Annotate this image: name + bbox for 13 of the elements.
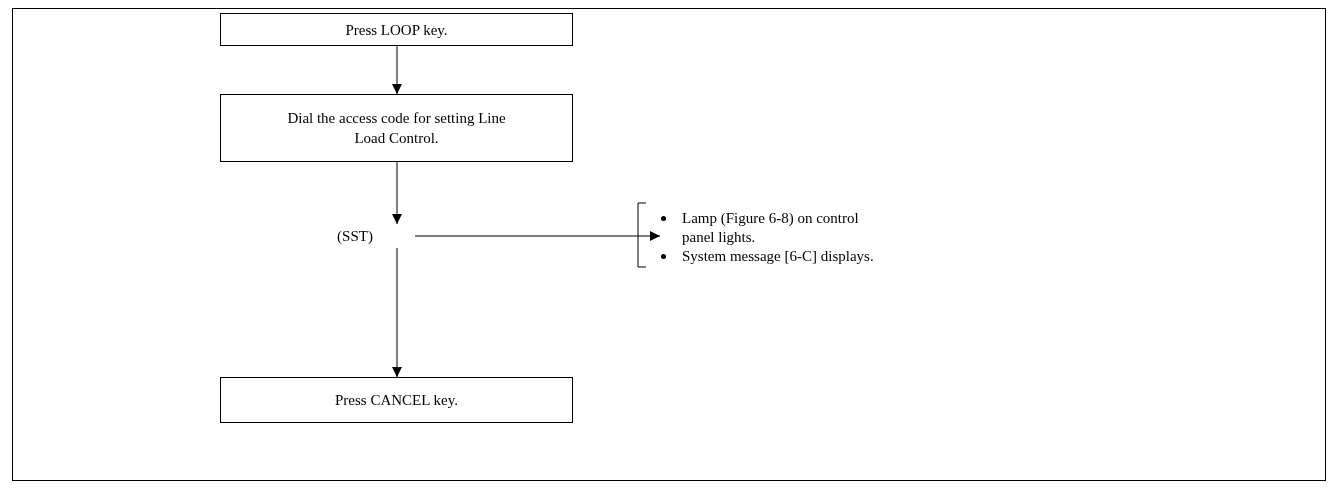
note-text: System message [6-C] displays. bbox=[682, 248, 874, 264]
process-box bbox=[220, 13, 573, 46]
step-text: Dial the access code for setting Line Load Control. bbox=[286, 109, 507, 148]
step-text: Press LOOP key. bbox=[344, 20, 449, 40]
step-label: (SST) bbox=[337, 227, 373, 245]
arrow bbox=[392, 45, 402, 95]
step-text: Press CANCEL key. bbox=[333, 391, 459, 410]
arrow bbox=[392, 161, 402, 225]
arrow bbox=[392, 247, 402, 378]
process-box bbox=[220, 377, 573, 423]
arrow bbox=[414, 231, 661, 241]
process-box bbox=[220, 94, 573, 162]
note-text: Lamp (Figure 6-8) on control panel lights. bbox=[682, 210, 859, 245]
